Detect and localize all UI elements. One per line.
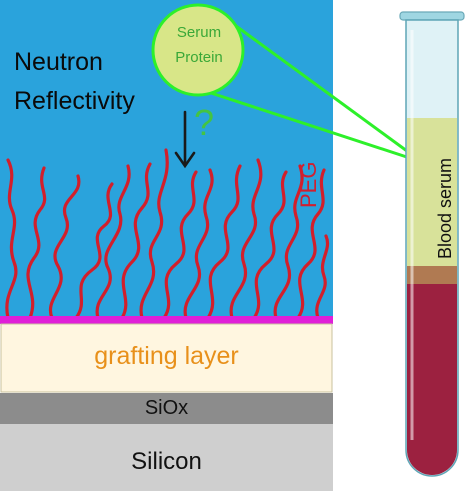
peg-chains xyxy=(5,148,329,320)
buffy-coat xyxy=(407,266,457,286)
grafting-interface xyxy=(0,316,333,324)
siox-label: SiOx xyxy=(144,397,189,419)
zoom-connector-lines xyxy=(207,24,423,164)
peg-chain xyxy=(252,170,288,320)
peg-chain xyxy=(273,164,304,320)
test-tube xyxy=(399,11,465,477)
technique-label-line2: Reflectivity xyxy=(14,87,135,115)
grafting-layer-box xyxy=(0,323,333,393)
peg-chain xyxy=(315,234,329,320)
peg-chain xyxy=(162,170,198,320)
tube-rim xyxy=(399,11,465,21)
peg-chain xyxy=(95,164,131,320)
peg-chain xyxy=(206,164,242,320)
peg-label: PEG xyxy=(296,161,321,208)
peg-chain xyxy=(183,168,214,320)
grafting-layer-label: grafting layer xyxy=(94,342,239,370)
protein-label-line1: Serum xyxy=(176,24,222,41)
silicon-label: Silicon xyxy=(131,448,202,475)
serum-fill xyxy=(407,118,457,268)
down-arrow-icon xyxy=(174,110,196,169)
peg-chain xyxy=(5,158,18,320)
serum-protein-circle xyxy=(151,3,245,97)
peg-chain xyxy=(74,182,114,320)
peg-chain xyxy=(120,162,152,320)
peg-chain xyxy=(296,168,326,320)
peg-chain xyxy=(229,158,263,320)
peg-chain xyxy=(139,148,169,320)
blood-fill xyxy=(407,284,457,475)
blood-serum-label: Blood serum xyxy=(435,157,455,259)
protein-label-line2: Protein xyxy=(175,49,223,66)
peg-chain xyxy=(48,174,81,320)
peg-chain xyxy=(26,166,47,320)
silicon-layer xyxy=(0,424,333,491)
technique-label-line1: Neutron xyxy=(14,48,103,76)
siox-layer xyxy=(0,393,333,424)
question-mark: ? xyxy=(194,102,215,143)
